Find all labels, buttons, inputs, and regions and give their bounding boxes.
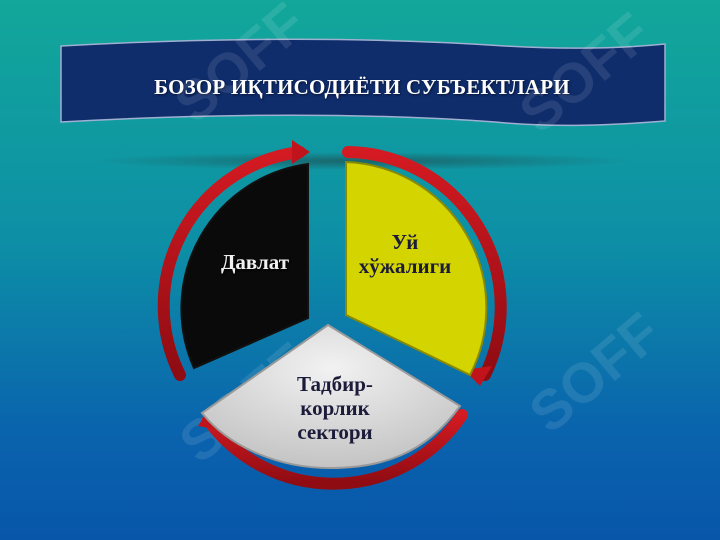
segment-label-tadbir: Тадбир-корлик сектори bbox=[297, 372, 373, 444]
segment-davlat bbox=[180, 162, 309, 370]
slide-title: БОЗОР ИҚТИСОДИЁТИ СУБЪЕКТЛАРИ bbox=[154, 74, 570, 99]
segment-label-uy: Уй хўжалиги bbox=[358, 230, 452, 278]
cycle-diagram bbox=[157, 140, 507, 490]
watermark: SOFF bbox=[517, 300, 673, 445]
segment-label-davlat: Давлат bbox=[220, 250, 290, 274]
segment-uy bbox=[345, 160, 488, 377]
title-banner bbox=[60, 38, 666, 127]
banner-shadow bbox=[90, 152, 635, 170]
cycle-arrow-left bbox=[157, 146, 306, 381]
arrowhead-top bbox=[292, 140, 310, 164]
segment-tadbir bbox=[200, 323, 462, 470]
cycle-arrow-right bbox=[342, 146, 507, 381]
cycle-arrow-bottom bbox=[202, 409, 468, 490]
